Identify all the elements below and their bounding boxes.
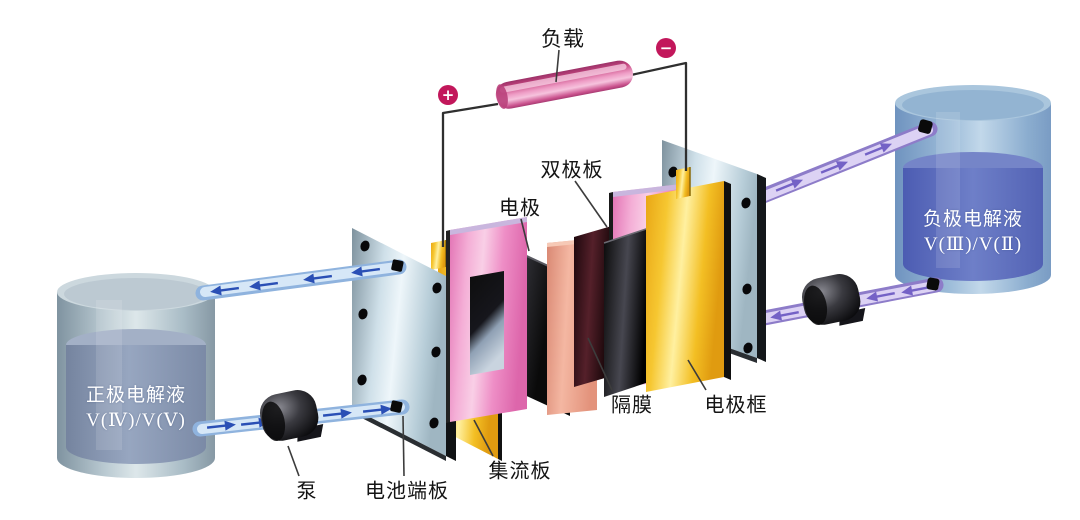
- tank-left-species: V(Ⅳ)/V(Ⅴ): [86, 409, 186, 431]
- circuit-wires: [441, 61, 688, 247]
- leader-lines: [287, 49, 707, 477]
- tank-left-label: 正极电解液 V(Ⅳ)/V(Ⅴ): [57, 384, 215, 433]
- negative-terminal-icon: −: [656, 38, 676, 58]
- label-pump: 泵: [296, 480, 318, 503]
- label-load: 负载: [541, 27, 585, 51]
- collector-right-terminal-tab: [676, 167, 690, 199]
- tank-negative-electrolyte: [895, 85, 1051, 294]
- pipe-top-right: [745, 119, 938, 208]
- pipe-connector-top-left: [391, 259, 404, 272]
- pump-left: [259, 390, 324, 442]
- electrode-frame-left: [446, 217, 527, 423]
- label-cell-end-plate: 电池端板: [365, 480, 449, 503]
- wire-positive: [441, 102, 499, 247]
- label-electrode-frame: 电极框: [704, 394, 768, 417]
- label-current-collector: 集流板: [488, 460, 552, 483]
- label-electrode: 电极: [499, 197, 541, 220]
- label-membrane: 隔膜: [611, 394, 653, 417]
- pipe-connector-bottom-left: [390, 400, 403, 413]
- positive-terminal-icon: +: [438, 85, 458, 105]
- tank-left-name: 正极电解液: [85, 385, 186, 406]
- pipe-top-left: [195, 259, 407, 301]
- tank-right-name: 负极电解液: [922, 209, 1023, 230]
- wire-negative: [630, 61, 688, 171]
- current-collector-right: [646, 167, 731, 392]
- tank-right-label: 负极电解液 V(Ⅲ)/V(Ⅱ): [895, 208, 1051, 257]
- collector-left-terminal-tab: [431, 240, 446, 270]
- label-bipolar-plate: 双极板: [540, 159, 604, 182]
- tank-right-species: V(Ⅲ)/V(Ⅱ): [923, 233, 1023, 255]
- tank-positive-electrolyte: [57, 273, 215, 478]
- end-plate-left-bolts: [357, 240, 442, 429]
- load-resistor: [495, 60, 633, 109]
- pump-right: [801, 274, 866, 326]
